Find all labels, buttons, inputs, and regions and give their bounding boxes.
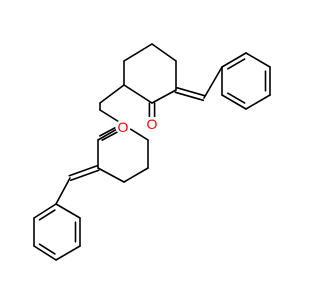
oxygen-label-upper: O — [147, 116, 158, 132]
lower-benzylidene-bond — [55, 177, 71, 205]
lower-phenyl-ring-bond — [33, 203, 57, 219]
bridge-bond-1 — [99, 84, 125, 104]
upper-cyclohexanone-ring-bond — [123, 43, 153, 62]
upper-cyclohexanone-ring-bond — [151, 89, 177, 104]
bond-layer — [33, 43, 271, 261]
lower-exocyclic-double-bond — [68, 164, 98, 177]
upper-benzylidene-bond — [203, 66, 223, 99]
upper-phenyl-ring-double-bond — [227, 58, 246, 70]
upper-exocyclic-double-bond — [174, 91, 205, 102]
lower-phenyl-ring-bond — [55, 245, 81, 261]
lower-phenyl-ring-double-bond — [38, 243, 56, 255]
upper-cyclohexanone-ring-bond — [151, 43, 177, 62]
lower-carbonyl-double-bond — [101, 131, 118, 141]
atom-label-layer: O O — [115, 116, 160, 135]
upper-phenyl-ring-bond — [221, 52, 247, 68]
lower-phenyl-ring-bond — [33, 245, 57, 261]
lower-carbonyl-double-bond — [99, 127, 116, 137]
molecule-diagram: O O — [33, 43, 271, 261]
oxygen-label-lower: O — [118, 119, 129, 135]
oxygen-atom-upper: O — [144, 116, 160, 132]
upper-phenyl-ring-double-bond — [227, 92, 246, 104]
upper-phenyl-ring-bond — [245, 52, 271, 68]
oxygen-atom-lower: O — [115, 119, 131, 135]
upper-cyclohexanone-ring-bond — [123, 84, 153, 104]
lower-cyclohexanone-ring-bond — [123, 167, 149, 183]
lower-exocyclic-double-bond — [70, 169, 100, 182]
lower-phenyl-ring-bond — [55, 203, 81, 219]
upper-phenyl-ring-bond — [221, 94, 247, 110]
lower-phenyl-ring-double-bond — [38, 209, 56, 221]
lower-cyclohexanone-ring-bond — [97, 167, 125, 183]
upper-phenyl-ring-bond — [245, 94, 271, 110]
upper-exocyclic-double-bond — [175, 86, 206, 97]
